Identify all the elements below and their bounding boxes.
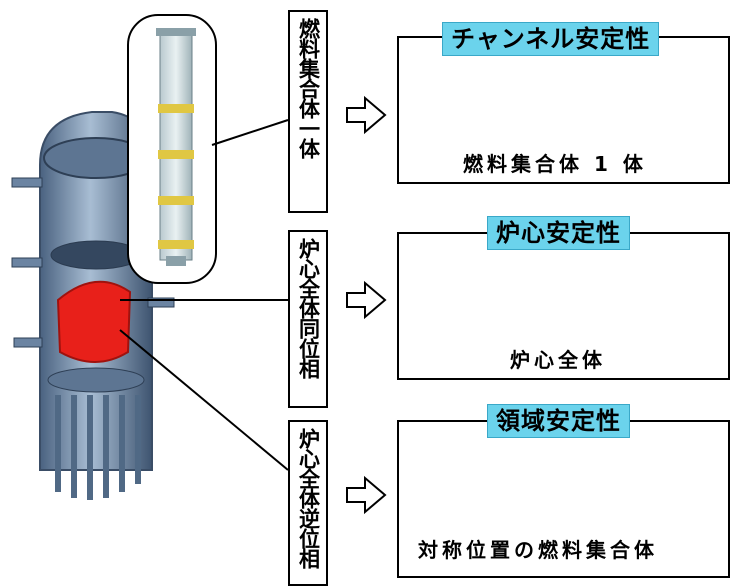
regional-stability-panel <box>397 420 730 578</box>
hollow-arrow-1 <box>346 95 387 135</box>
channel-stability-title: チャンネル安定性 <box>442 22 660 56</box>
core-out-of-phase-label: 炉心全体逆位相 <box>288 420 328 586</box>
hollow-arrow-2 <box>346 280 387 320</box>
core-stability-title: 炉心安定性 <box>487 216 630 250</box>
hollow-arrow-3 <box>346 475 387 515</box>
fuel-assembly-label: 燃料集合体一体 <box>288 10 328 213</box>
regional-stability-caption: 対称位置の燃料集合体 <box>418 538 658 562</box>
hollow-arrows <box>346 95 387 515</box>
core-stability-caption: 炉心全体 <box>510 348 606 372</box>
core-stability-panel <box>397 232 730 380</box>
core-out-of-phase-label-text: 炉心全体逆位相 <box>296 428 321 568</box>
regional-stability-title: 領域安定性 <box>487 404 630 438</box>
fuel-assembly-illustration <box>127 14 217 284</box>
channel-stability-panel <box>397 36 730 184</box>
connector-lines <box>119 119 289 471</box>
reactor-vessel-illustration <box>11 111 175 500</box>
core-in-phase-label-text: 炉心全体同位相 <box>296 238 321 378</box>
channel-stability-caption: 燃料集合体 1 体 <box>463 152 647 176</box>
core-in-phase-label: 炉心全体同位相 <box>288 230 328 408</box>
fuel-assembly-label-text: 燃料集合体一体 <box>296 18 321 158</box>
